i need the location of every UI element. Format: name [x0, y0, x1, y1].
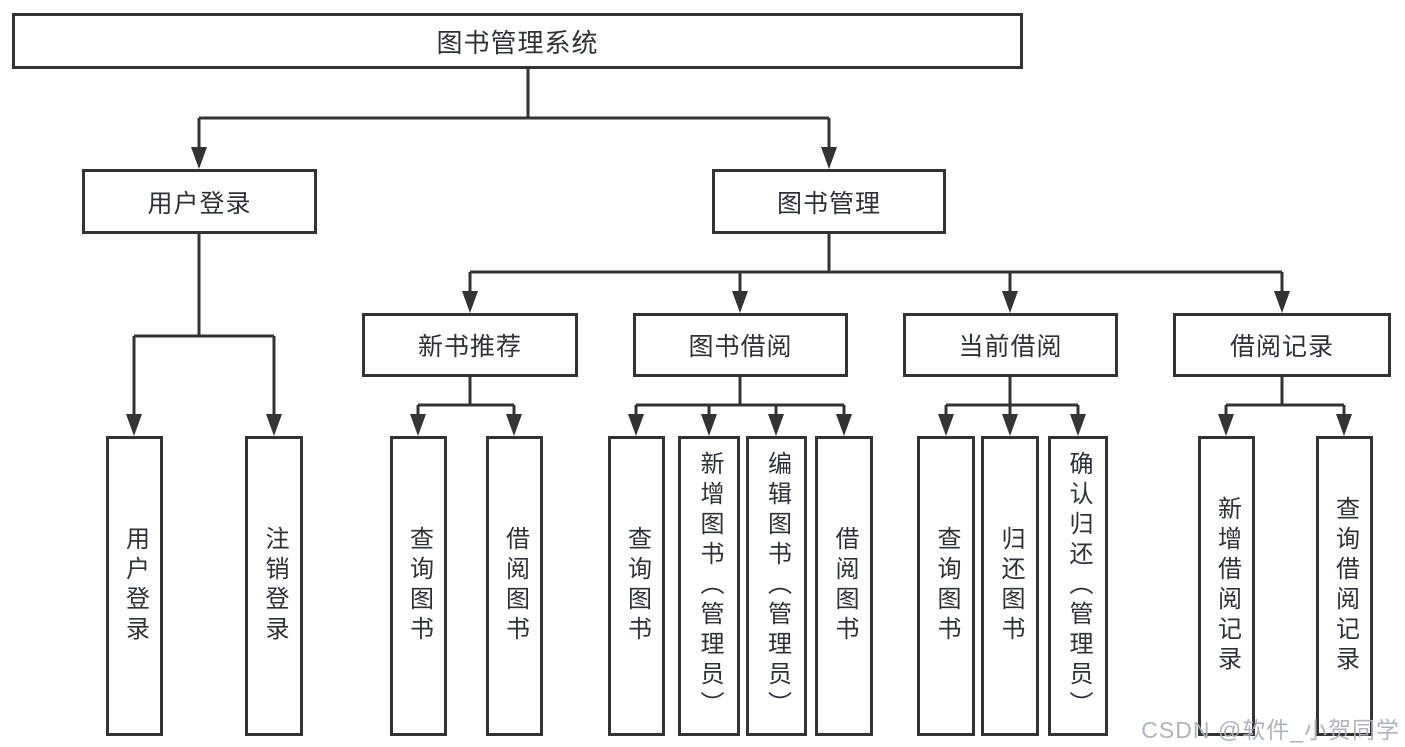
arrow-down-icon: [506, 414, 522, 436]
node-user-login-label: 用户登录: [147, 189, 252, 218]
node-root: 图书管理系统: [12, 13, 1023, 69]
leaf-edit-books-admin: 编辑图书（管理员）: [746, 436, 807, 736]
leaf-query-borrow-record-label: 查询借阅记录: [1331, 496, 1359, 676]
leaf-add-books-admin: 新增图书（管理员）: [678, 436, 740, 736]
leaf-user-login-label: 用户登录: [121, 526, 149, 646]
connector-root-to-level2: [191, 69, 837, 169]
leaf-query-books-1-label: 查询图书: [405, 526, 433, 646]
leaf-confirm-return-admin-label: 确认归还（管理员）: [1065, 451, 1092, 721]
node-book-borrow: 图书借阅: [633, 313, 848, 377]
leaf-query-borrow-record: 查询借阅记录: [1316, 436, 1373, 736]
leaf-query-books-3: 查询图书: [917, 436, 975, 736]
leaf-return-books: 归还图书: [981, 436, 1039, 736]
arrow-down-icon: [1336, 414, 1352, 436]
leaf-return-books-label: 归还图书: [997, 526, 1024, 646]
arrow-down-icon: [836, 414, 852, 436]
node-root-label: 图书管理系统: [436, 27, 599, 58]
arrow-down-icon: [1218, 414, 1234, 436]
node-current-borrow: 当前借阅: [903, 313, 1118, 377]
connector-borrow-records-branch: [1218, 377, 1352, 436]
leaf-add-borrow-record: 新增借阅记录: [1198, 436, 1255, 736]
leaf-borrow-books-1-label: 借阅图书: [501, 526, 529, 646]
node-book-management: 图书管理: [712, 169, 946, 234]
connector-book-mgmt-to-level3: [462, 234, 1290, 313]
leaf-logout-label: 注销登录: [261, 526, 288, 646]
connector-new-book-rec-branch: [410, 377, 522, 436]
arrow-down-icon: [701, 414, 717, 436]
leaf-query-books-3-label: 查询图书: [933, 526, 960, 646]
leaf-add-borrow-record-label: 新增借阅记录: [1213, 496, 1241, 676]
arrow-down-icon: [768, 414, 784, 436]
leaf-query-books-2-label: 查询图书: [623, 526, 651, 646]
node-current-borrow-label: 当前借阅: [958, 333, 1063, 361]
arrow-down-icon: [266, 414, 282, 436]
leaf-borrow-books-2-label: 借阅图书: [831, 526, 858, 646]
arrow-down-icon: [628, 414, 644, 436]
node-book-management-label: 图书管理: [776, 189, 881, 218]
leaf-logout: 注销登录: [245, 436, 303, 736]
arrow-down-icon: [410, 414, 426, 436]
node-book-borrow-label: 图书借阅: [688, 333, 793, 361]
leaf-query-books-2: 查询图书: [608, 436, 665, 736]
arrow-down-icon: [1274, 291, 1290, 313]
arrow-down-icon: [126, 414, 142, 436]
node-borrow-records-label: 借阅记录: [1229, 333, 1334, 361]
arrow-down-icon: [191, 147, 207, 169]
leaf-query-books-1: 查询图书: [390, 436, 447, 736]
arrow-down-icon: [938, 414, 954, 436]
connector-user-login-branch: [126, 234, 282, 436]
node-new-book-recommend-label: 新书推荐: [417, 333, 522, 361]
node-new-book-recommend: 新书推荐: [362, 313, 578, 377]
connector-current-borrow-branch: [938, 377, 1086, 436]
watermark: CSDN @软件_小贺同学: [1141, 717, 1400, 743]
leaf-user-login: 用户登录: [106, 436, 163, 736]
arrow-down-icon: [732, 291, 748, 313]
leaf-confirm-return-admin: 确认归还（管理员）: [1048, 436, 1108, 736]
arrow-down-icon: [462, 291, 478, 313]
leaf-borrow-books-1: 借阅图书: [486, 436, 543, 736]
arrow-down-icon: [821, 147, 837, 169]
leaf-edit-books-admin-label: 编辑图书（管理员）: [763, 451, 791, 721]
leaf-borrow-books-2: 借阅图书: [815, 436, 873, 736]
arrow-down-icon: [1070, 414, 1086, 436]
node-borrow-records: 借阅记录: [1173, 313, 1391, 377]
arrow-down-icon: [1002, 414, 1018, 436]
connector-book-borrow-branch: [628, 377, 852, 436]
arrow-down-icon: [1002, 291, 1018, 313]
node-user-login: 用户登录: [82, 169, 317, 234]
leaf-add-books-admin-label: 新增图书（管理员）: [696, 451, 723, 721]
